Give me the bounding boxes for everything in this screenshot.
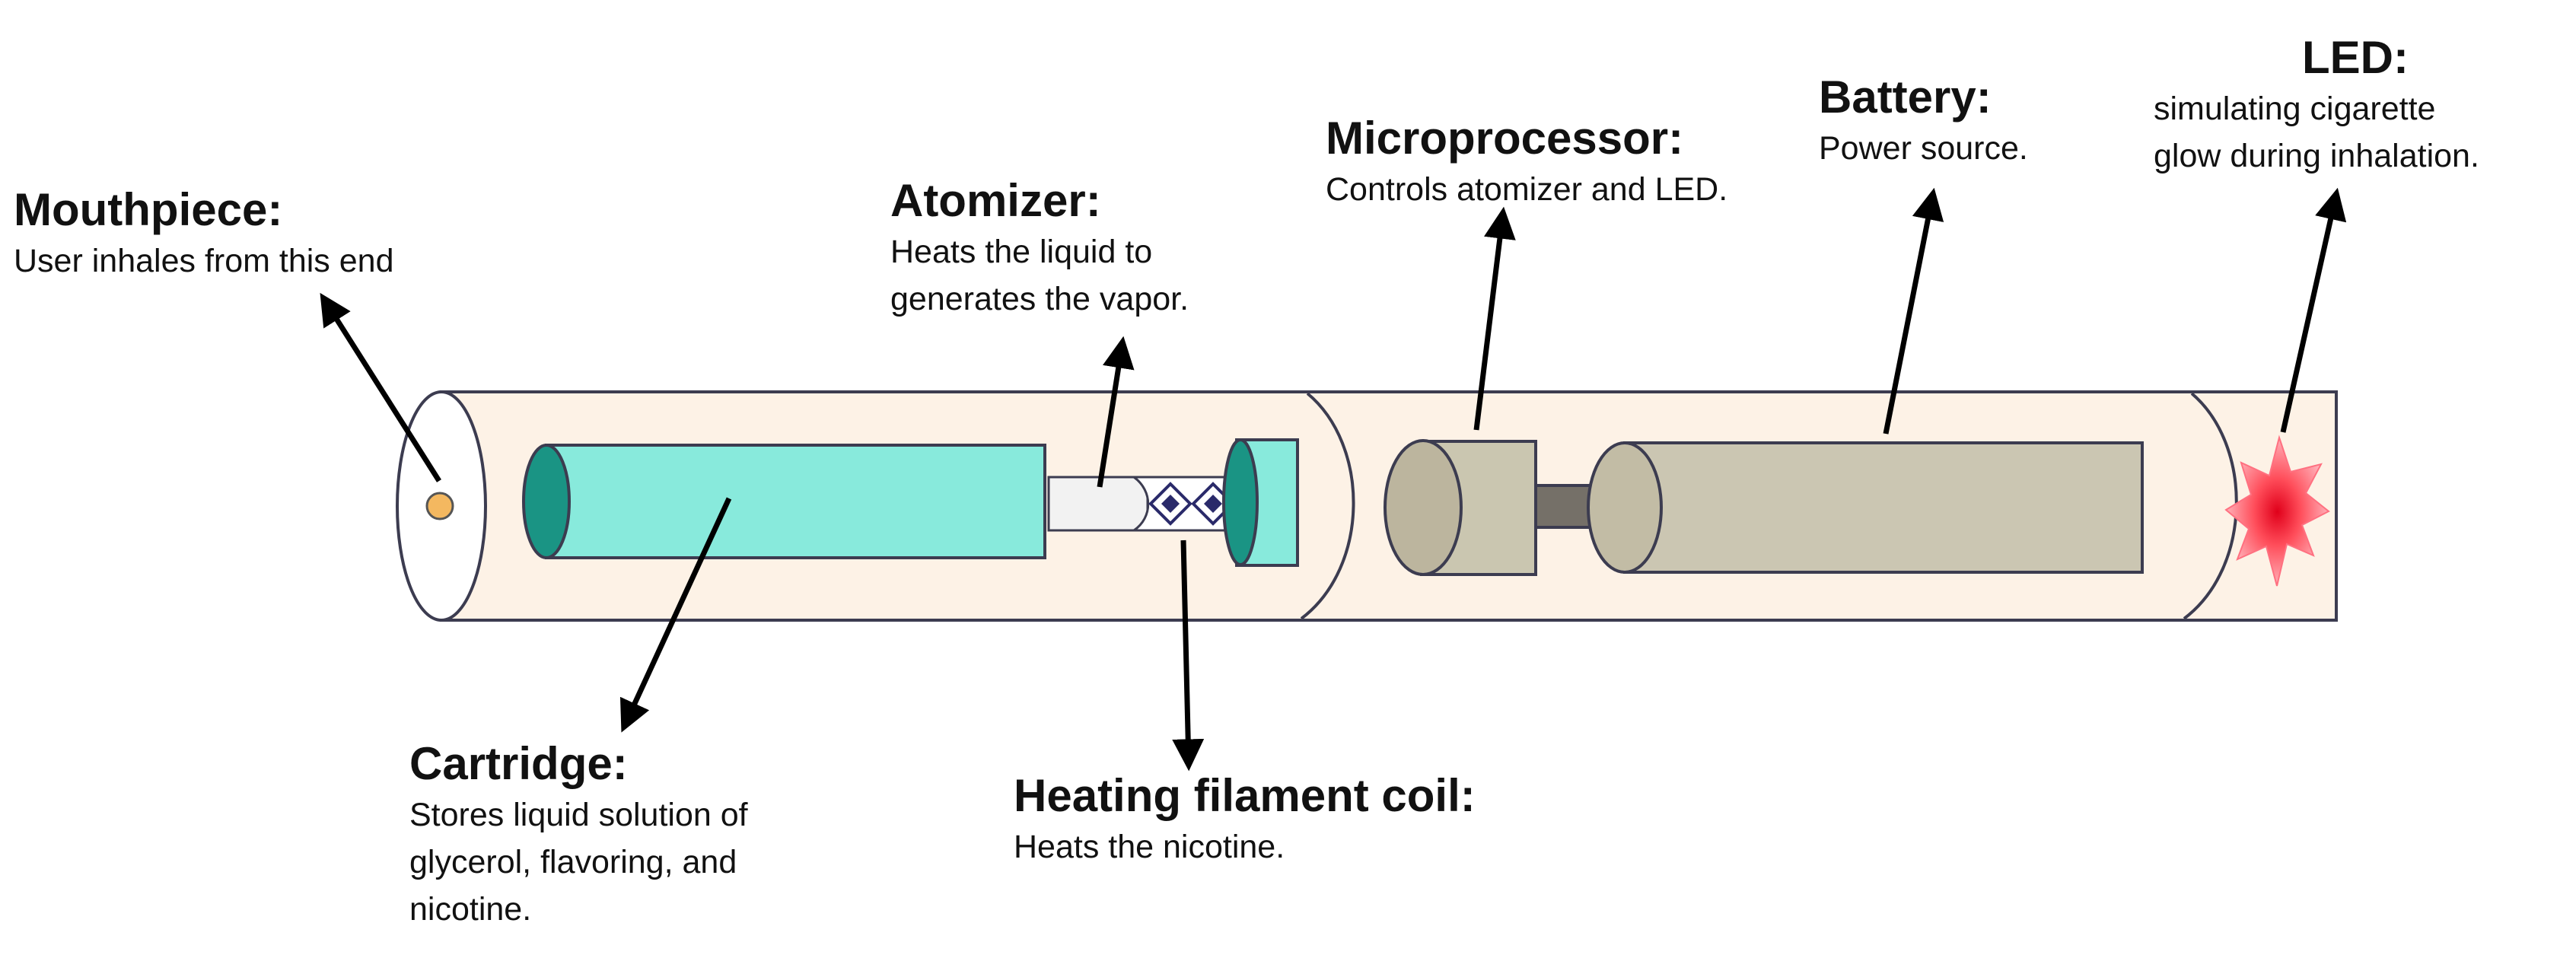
- label-heating-coil: Heating filament coil: Heats the nicotin…: [1014, 769, 1476, 871]
- atomizer-title: Atomizer:: [890, 175, 1101, 226]
- label-led: LED: simulating cigarette glow during in…: [2154, 30, 2479, 180]
- battery-desc: Power source.: [1819, 130, 2028, 167]
- label-microprocessor: Microprocessor: Controls atomizer and LE…: [1326, 111, 1727, 213]
- microprocessor-desc: Controls atomizer and LED.: [1326, 171, 1728, 208]
- atomizer-icon: [1047, 476, 1227, 532]
- arrow-battery: [1883, 187, 1944, 434]
- arrow-atomizer: [1097, 336, 1135, 488]
- label-atomizer: Atomizer: Heats the liquid to generates …: [890, 173, 1189, 323]
- arrow-microprocessor: [1473, 206, 1516, 431]
- cartridge-title: Cartridge:: [409, 738, 628, 789]
- label-battery: Battery: Power source.: [1819, 70, 2028, 172]
- microprocessor-icon: [1384, 439, 1640, 576]
- atomizer-desc: Heats the liquid to generates the vapor.: [890, 234, 1189, 317]
- label-cartridge: Cartridge: Stores liquid solution of gly…: [409, 737, 748, 933]
- arrow-heating-coil: [1172, 540, 1205, 772]
- mouthpiece-title: Mouthpiece:: [14, 184, 283, 235]
- arrow-mouthpiece: [320, 292, 441, 482]
- battery-title: Battery:: [1819, 72, 1992, 123]
- heating-coil-title: Heating filament coil:: [1014, 770, 1476, 821]
- led-title: LED:: [2302, 32, 2409, 83]
- heating-coil-desc: Heats the nicotine.: [1014, 829, 1285, 865]
- arrow-cartridge: [619, 497, 732, 733]
- led-icon: [2224, 434, 2330, 587]
- battery-icon: [1587, 441, 2144, 574]
- arrow-led: [2280, 187, 2347, 433]
- mouthpiece-icon: [396, 390, 487, 622]
- cartridge-icon: [522, 444, 1046, 559]
- cartridge-desc: Stores liquid solution of glycerol, flav…: [409, 797, 748, 928]
- atomizer-cap: [1222, 438, 1299, 567]
- label-mouthpiece: Mouthpiece: User inhales from this end: [14, 183, 394, 285]
- mouthpiece-desc: User inhales from this end: [14, 243, 394, 279]
- microprocessor-title: Microprocessor:: [1326, 113, 1684, 164]
- arrows: [320, 187, 2347, 772]
- led-desc: simulating cigarette glow during inhalat…: [2154, 91, 2479, 174]
